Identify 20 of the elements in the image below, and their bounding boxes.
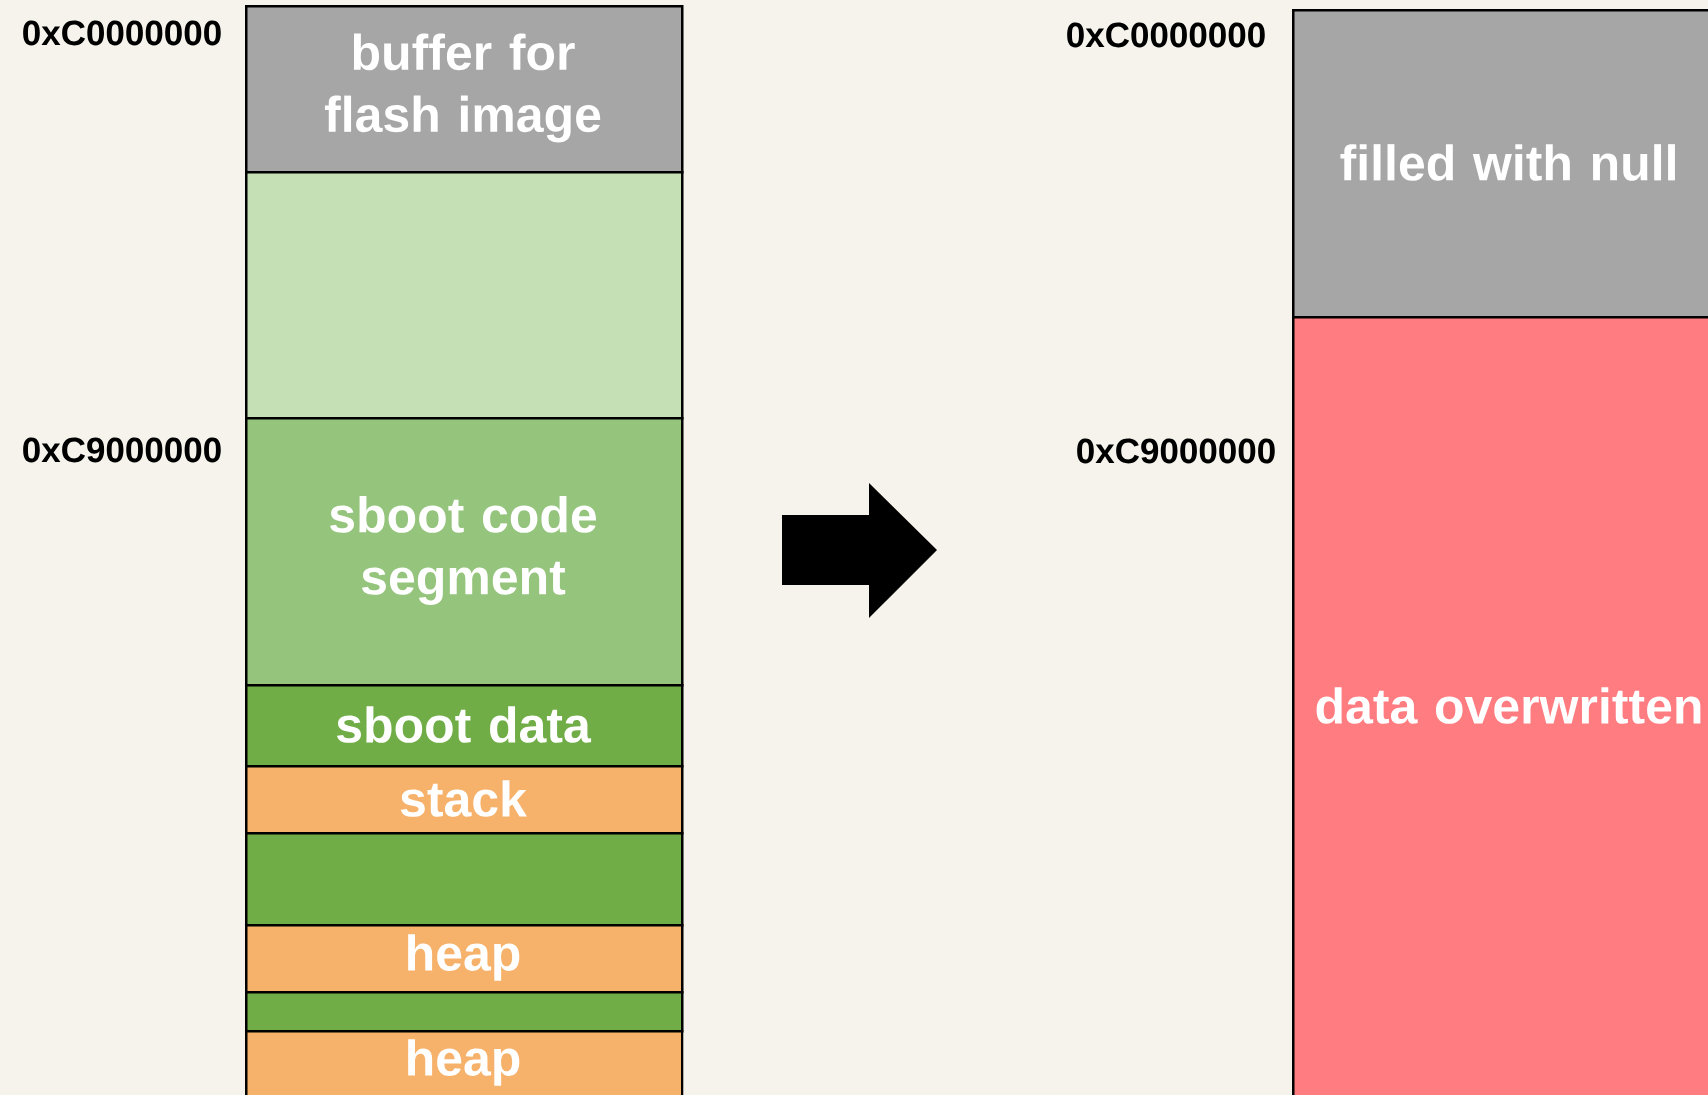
memory-region: [245, 991, 684, 1033]
region-label: sboot data: [337, 706, 592, 743]
region-label: data overwritten: [1316, 687, 1701, 724]
memory-region: [245, 1030, 684, 1095]
region-label: sboot code segment: [330, 496, 597, 605]
memory-region: [245, 765, 684, 835]
memory-region: [245, 171, 684, 420]
memory-region: [245, 417, 684, 687]
region-label: heap: [408, 934, 520, 981]
memory-region: [245, 5, 684, 174]
region-label: stack: [400, 780, 527, 817]
memory-region: [1292, 9, 1708, 319]
memory-region: [245, 832, 684, 927]
region-label: filled with null: [1340, 144, 1675, 181]
memory-region: [245, 924, 684, 994]
region-label: buffer for flash image: [324, 33, 601, 143]
region-label: heap: [408, 1039, 520, 1086]
memory-region: [245, 684, 684, 768]
memory-region: [1292, 316, 1708, 1095]
address-label: 0xC9000000: [23, 437, 221, 463]
